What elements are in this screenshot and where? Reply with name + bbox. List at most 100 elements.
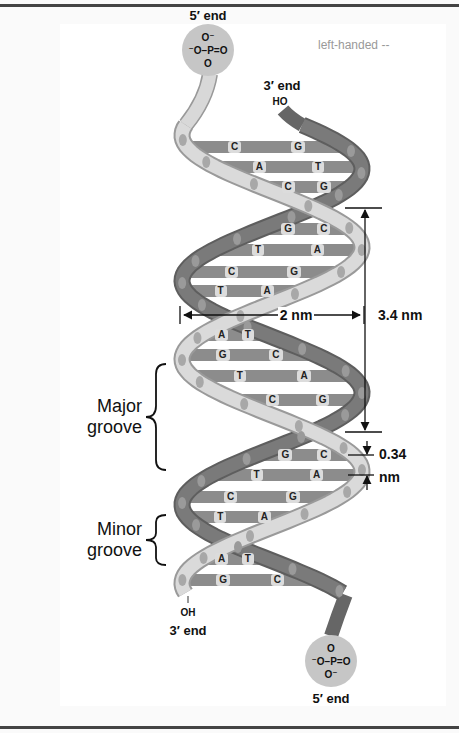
brace [146,515,166,565]
phosphate-dot [358,464,366,476]
groove-label: Major groove [64,396,142,438]
phosphate-dot [236,310,244,322]
phosphate-dot [202,156,210,168]
base-letter: A [310,469,323,481]
base-letter: A [311,244,324,256]
phosphate-dot [343,486,351,498]
phosphate-dot [341,409,349,421]
rise-dimension: nm [377,469,402,485]
base-letter: C [271,574,284,586]
phosphate-dot [289,563,297,575]
base-letter: T [251,469,263,481]
base-letter: T [242,329,254,341]
base-letter: G [316,394,330,406]
rise-dimension: 0.34 [377,446,408,462]
base-letter: C [282,181,295,193]
phosphate-dot [345,222,353,234]
tick [348,454,374,455]
groove-label: Minor groove [64,519,142,561]
phosphate-dot [196,376,204,388]
brace [146,364,166,470]
phosphate-text: O⁻ [201,31,214,44]
pitch-arrow [364,210,365,430]
phosphate-dot [200,552,208,564]
rise-arrow [366,441,367,454]
phosphate-dot [178,277,186,289]
phosphate-text: O [204,57,212,70]
phosphate-text: O⁻ [324,668,337,681]
strand-end [283,110,302,125]
phosphate-dot [304,200,312,212]
strand-end-label: 3′ end [169,623,206,638]
phosphate-dot [246,530,254,542]
watermark-text: left-handed -- [318,38,389,52]
phosphate-dot [335,189,343,201]
phosphate-group: O⁻O–P=OO⁻ [305,635,357,687]
base-letter: T [215,285,227,297]
strand-end-label: 3′ end [263,78,300,93]
base-letter: G [278,449,292,461]
phosphate-dot [240,398,248,410]
strand-end-label: 5′ end [312,691,349,706]
phosphate-dot [192,519,200,531]
phosphate-dot [295,420,303,432]
phosphate-dot [192,255,200,267]
phosphate-dot [179,134,187,146]
phosphate-group: O⁻⁻O–P=OO [182,24,234,76]
strand-end [186,74,210,125]
phosphate-text: ⁻O–P=O [312,655,351,668]
base-letter: T [234,370,246,382]
base-letter: C [317,223,330,235]
pitch-dimension: 3.4 nm [376,307,424,323]
strand-end [187,596,189,603]
phosphate-dot [243,453,251,465]
phosphate-dot [178,574,186,586]
phosphate-dot [337,266,345,278]
base-letter: C [224,491,237,503]
base-letter: T [312,161,324,173]
phosphate-dot [297,431,305,443]
hydroxyl-label: HO [273,96,288,107]
base-letter: G [286,491,300,503]
strand-end-label: 5′ end [189,8,226,23]
base-pair-rung [192,370,352,382]
base-letter: A [297,370,310,382]
base-letter: A [215,329,228,341]
tick [179,306,180,324]
page-rule [0,726,459,729]
base-letter: C [266,394,279,406]
phosphate-dot [197,475,205,487]
base-letter: C [228,141,241,153]
base-letter: C [225,266,238,278]
phosphate-text: ⁻O–P=O [189,44,228,57]
rise-arrow [366,476,367,490]
backbone-strand [182,125,362,593]
tick [348,474,374,475]
phosphate-dot [178,497,186,509]
phosphate-dot [301,508,309,520]
phosphate-dot [288,211,296,223]
phosphate-text: O [327,642,335,655]
phosphate-dot [291,288,299,300]
base-letter: G [317,181,331,193]
phosphate-dot [298,343,306,355]
width-arrow [184,314,360,315]
phosphate-dot [342,365,350,377]
phosphate-dot [357,167,365,179]
base-letter: G [281,223,295,235]
base-letter: A [215,553,228,565]
phosphate-dot [193,332,201,344]
base-letter: A [258,511,271,523]
strand-end [331,595,346,636]
strand-end [186,74,210,125]
phosphate-dot [198,299,206,311]
backbone-strand [182,125,362,593]
figure-panel [60,24,446,706]
phosphate-dot [234,541,242,553]
base-letter: A [253,161,266,173]
base-letter: A [261,285,274,297]
base-letter: G [287,266,301,278]
phosphate-dot [335,585,343,597]
backbone-strand [182,125,362,593]
